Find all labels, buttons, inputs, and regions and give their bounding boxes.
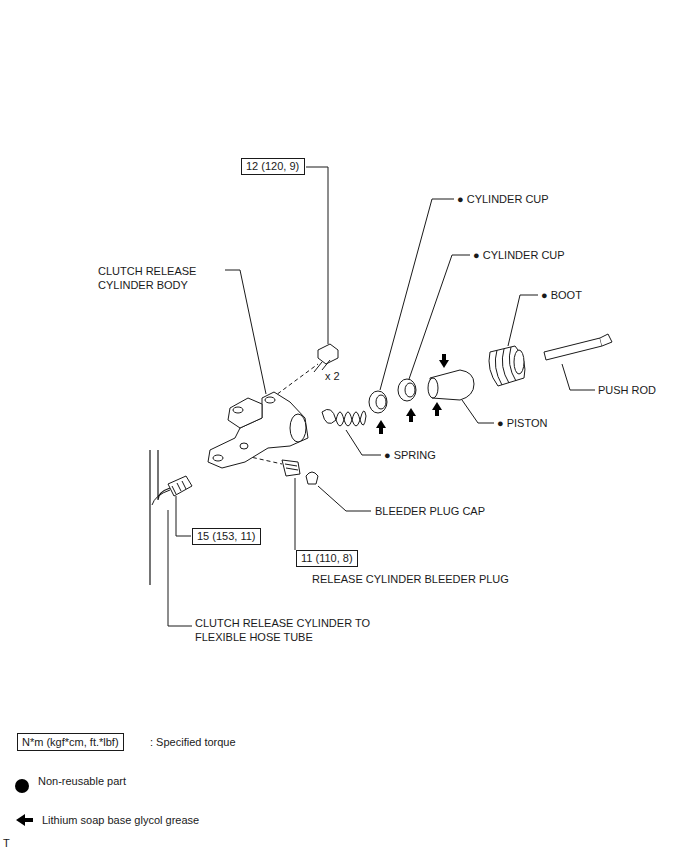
piston [428, 378, 438, 398]
boot [514, 350, 524, 374]
torque-value: N*m (kgf*cm, ft.*lbf) [22, 736, 119, 748]
leader-line [380, 199, 454, 390]
part-label: ● CYLINDER CUP [457, 192, 549, 206]
cylinder-cup [405, 383, 415, 397]
part-name: ● CYLINDER CUP [473, 249, 565, 261]
part-label: T [3, 836, 10, 850]
leader-line [176, 496, 191, 536]
tube-fitting [168, 476, 192, 496]
part-name: PUSH ROD [598, 384, 656, 396]
part-label: ● SPRING [384, 448, 436, 462]
part-label: ● PISTON [497, 416, 547, 430]
part-name: ● BOOT [541, 289, 582, 301]
part-label: ● BOOT [541, 288, 582, 302]
torque-box: 12 (120, 9) [241, 158, 305, 175]
leader-line [306, 167, 328, 344]
cylinder-body [228, 398, 262, 428]
non-reusable-dot [15, 779, 29, 793]
part-name: CLUTCH RELEASE CYLINDER BODY [98, 265, 196, 291]
torque-value: 11 (110, 8) [301, 552, 353, 564]
tube [150, 450, 170, 585]
part-label: CLUTCH RELEASE CYLINDER TO FLEXIBLE HOSE… [195, 616, 375, 644]
mount-hole [265, 397, 275, 403]
leader-line [346, 430, 381, 455]
part-name: ● CYLINDER CUP [457, 193, 549, 205]
cylinder-cup [369, 391, 387, 413]
part-name: T [3, 837, 10, 849]
spring [322, 409, 366, 426]
leader-line [225, 270, 266, 394]
part-label: CLUTCH RELEASE CYLINDER BODY [98, 264, 208, 292]
legend-text: Non-reusable part [38, 775, 126, 787]
part-name: x 2 [325, 370, 340, 382]
part-label: x 2 [325, 369, 340, 383]
assembly-line [272, 364, 318, 398]
grease-arrow [432, 402, 442, 416]
grease-arrow [16, 814, 33, 826]
leader-line [408, 255, 470, 382]
torque-box: 15 (153, 11) [192, 528, 261, 545]
cylinder-body [208, 392, 308, 468]
leader-line [318, 486, 371, 511]
legend-entry: Lithium soap base glycol grease [42, 813, 199, 827]
tube [152, 490, 170, 505]
bleeder-cap [306, 472, 318, 484]
part-label: PUSH ROD [598, 383, 656, 397]
tube-fitting [172, 481, 186, 494]
bleeder-plug [285, 464, 298, 470]
grease-arrow [406, 408, 416, 422]
boot [495, 347, 516, 385]
part-name: BLEEDER PLUG CAP [375, 505, 485, 517]
legend-entry: : Specified torque [150, 735, 236, 749]
torque-box: N*m (kgf*cm, ft.*lbf) [17, 733, 124, 751]
leader-line [168, 510, 192, 626]
part-name: RELEASE CYLINDER BLEEDER PLUG [312, 573, 509, 585]
port [240, 443, 248, 449]
part-label: RELEASE CYLINDER BLEEDER PLUG [312, 572, 509, 586]
part-name: ● PISTON [497, 417, 547, 429]
leader-line [295, 478, 296, 550]
leader-line [562, 364, 595, 390]
bolt [318, 344, 338, 364]
leader-line [462, 400, 494, 423]
cylinder-cup [398, 379, 416, 401]
cylinder-bore [290, 414, 306, 442]
mount-hole [233, 407, 243, 413]
bleeder-plug [282, 460, 300, 476]
part-label: ● CYLINDER CUP [473, 248, 565, 262]
leader-line [508, 295, 538, 346]
legend-entry: Non-reusable part [38, 774, 126, 788]
legend-text: : Specified torque [150, 736, 236, 748]
mount-hole [213, 455, 223, 461]
push-rod [544, 338, 602, 360]
grease-arrow [376, 420, 386, 434]
part-name: CLUTCH RELEASE CYLINDER TO FLEXIBLE HOSE… [195, 617, 370, 643]
part-label: BLEEDER PLUG CAP [375, 504, 485, 518]
push-rod [600, 334, 612, 346]
legend-text: Lithium soap base glycol grease [42, 814, 199, 826]
boot [489, 346, 525, 386]
cylinder-cup [376, 395, 386, 409]
torque-value: 15 (153, 11) [197, 530, 256, 542]
torque-value: 12 (120, 9) [246, 160, 299, 172]
torque-box: 11 (110, 8) [296, 550, 358, 567]
grease-arrow [439, 354, 449, 368]
part-name: ● SPRING [384, 449, 436, 461]
